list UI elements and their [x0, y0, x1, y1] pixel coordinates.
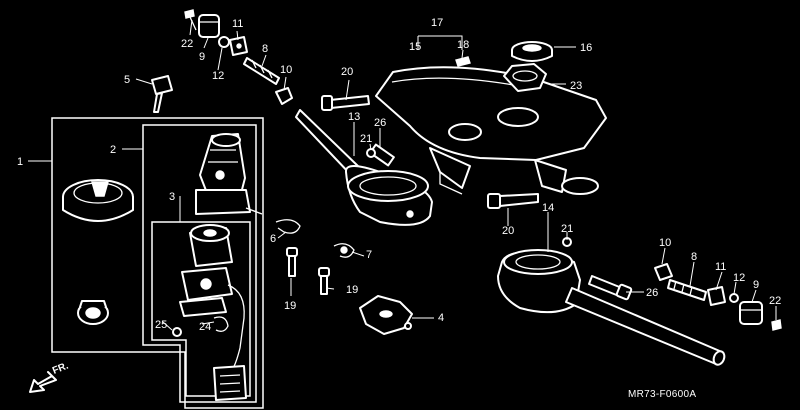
clip-7 [333, 243, 355, 258]
ignition-switch-lower [179, 224, 245, 371]
callout-12-right: 12 [733, 272, 745, 284]
callout-24: 24 [199, 321, 211, 333]
callout-7: 7 [366, 249, 372, 261]
callout-8-left: 8 [262, 43, 268, 55]
right-bolt [771, 319, 782, 331]
drawing-code: MR73-F0600A [628, 389, 696, 400]
small-screw [172, 327, 182, 337]
callout-11-right: 11 [715, 261, 726, 273]
callout-23: 23 [570, 80, 582, 92]
right-clamp-bolt [588, 275, 633, 301]
top-bridge-label-plate [455, 56, 471, 67]
right-rubber-grommet [707, 286, 726, 306]
fuel-cap [62, 179, 134, 222]
stem-cap [511, 41, 553, 62]
right-bar-end-weight [739, 301, 763, 325]
callout-21-left: 21 [360, 133, 372, 145]
callout-20-top: 20 [341, 66, 353, 78]
callout-11-left: 11 [232, 18, 243, 30]
left-rubber-grommet [229, 36, 248, 56]
callout-25: 25 [155, 319, 167, 331]
callout-5: 5 [124, 74, 130, 86]
callout-14: 14 [542, 202, 554, 214]
callout-9-left: 9 [199, 51, 205, 63]
callout-18: 18 [457, 39, 469, 51]
callout-12-left: 12 [212, 70, 224, 82]
left-bolt [184, 9, 197, 31]
left-clamp-washer [366, 148, 376, 158]
callout-17: 17 [431, 17, 443, 29]
callout-4: 4 [438, 312, 444, 324]
callout-6: 6 [270, 233, 276, 245]
stem-nut [503, 63, 547, 92]
ignition-key [151, 75, 173, 113]
callout-19-right: 19 [346, 284, 358, 296]
callout-21-right: 21 [561, 223, 573, 235]
callout-13: 13 [348, 111, 360, 123]
callout-15: 15 [409, 41, 421, 53]
callout-22-left: 22 [181, 38, 193, 50]
left-nut [275, 87, 293, 105]
callout-26-left: 26 [374, 117, 386, 129]
callout-9-right: 9 [753, 279, 759, 291]
right-washer-small [729, 293, 739, 303]
right-handlebar [497, 249, 726, 366]
clip-6 [275, 219, 301, 234]
callout-16: 16 [580, 42, 592, 54]
direction-label: FR. [51, 360, 70, 376]
wire-connector [213, 365, 247, 401]
bolt-19-left [286, 247, 298, 277]
bracket-4 [359, 295, 413, 335]
leader-lines [28, 19, 777, 331]
left-bar-end-weight [198, 14, 220, 38]
callout-2: 2 [110, 144, 116, 156]
callout-10-left: 10 [280, 64, 292, 76]
callout-19-left: 19 [284, 300, 296, 312]
callout-22-right: 22 [769, 295, 781, 307]
bolt-19-right [318, 267, 330, 295]
callout-26-right: 26 [646, 287, 658, 299]
left-washer-small [218, 36, 230, 48]
left-bar-end-rod [243, 57, 280, 85]
right-nut [654, 263, 673, 281]
assembly-2-box [142, 124, 257, 403]
ignition-switch-upper [195, 133, 263, 215]
assembly-1-box [51, 117, 264, 409]
lower-pinch-bolt [487, 193, 539, 209]
callout-8-right: 8 [691, 251, 697, 263]
upper-pinch-bolt [321, 95, 370, 111]
callout-1: 1 [17, 156, 23, 168]
callout-10-right: 10 [659, 237, 671, 249]
clip [213, 316, 229, 332]
callout-20-bottom: 20 [502, 225, 514, 237]
front-direction-arrow: FR. [29, 360, 70, 393]
right-bar-end-rod [667, 279, 707, 301]
assembly-3-box [151, 221, 251, 397]
left-handlebar [295, 109, 433, 226]
lock-cylinder [77, 300, 109, 325]
callout-3: 3 [169, 191, 175, 203]
